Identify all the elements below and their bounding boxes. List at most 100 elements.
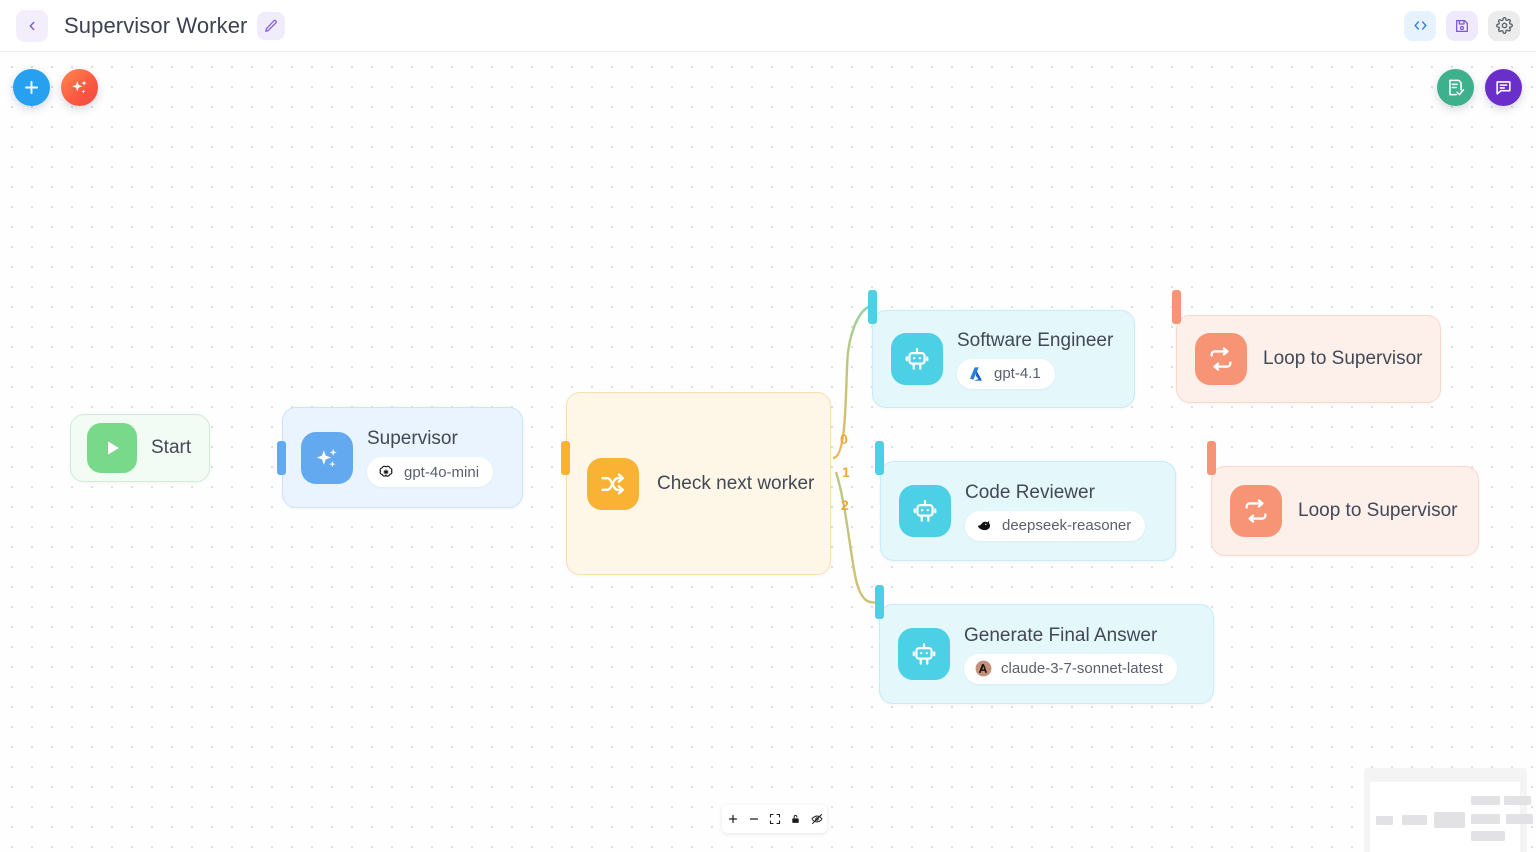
chat-button[interactable] [1485,69,1522,106]
node-supervisor-label: Supervisor [367,428,458,449]
node-software-engineer[interactable]: Software Engineer gpt-4.1 [872,310,1135,408]
model-badge-generate-final-answer[interactable]: claude-3-7-sonnet-latest [964,653,1177,684]
minimap-node [1376,816,1393,825]
model-badge-supervisor[interactable]: gpt-4o-mini [367,457,494,487]
gear-icon [1495,17,1513,34]
node-loop-top-label: Loop to Supervisor [1263,348,1423,369]
node-code-reviewer[interactable]: Code Reviewer deepseek-reasoner [880,461,1176,561]
handle-cr-in[interactable] [875,441,884,475]
page-title: Supervisor Worker [64,12,248,38]
model-name-supervisor: gpt-4o-mini [404,463,480,481]
plus-icon [25,81,38,94]
repeat-glyph [1245,499,1267,523]
robot-glyph [912,642,936,665]
node-code-reviewer-label: Code Reviewer [965,481,1095,503]
repeat-glyph [1210,347,1232,371]
top-bar-actions [1404,10,1520,41]
robot-glyph [913,499,937,522]
node-generate-final-answer-body: Generate Final Answer claude-3-7-sonnet-… [964,625,1177,684]
code-view-button[interactable] [1404,10,1436,41]
node-start-label: Start [151,437,192,458]
robot-glyph [905,347,929,370]
minimap-viewport [1370,782,1533,852]
handle-check-in[interactable] [561,441,570,475]
handle-loop-mid-in[interactable] [1207,441,1216,475]
edge-check-to-software-engineer [832,304,873,460]
node-supervisor[interactable]: Supervisor gpt-4o-mini [282,407,523,508]
sparkles-icon [72,80,87,94]
edit-title-button[interactable] [257,11,286,40]
sparkles-icon [301,431,353,484]
node-start[interactable]: Start [70,414,210,482]
model-badge-code-reviewer[interactable]: deepseek-reasoner [965,510,1146,541]
chevron-left-icon [29,21,35,30]
eye-off-icon [811,814,822,824]
minimap-node [1471,831,1505,841]
fit-screen-icon [769,813,780,825]
robot-icon [891,333,943,385]
checklist-document-icon [1449,79,1465,96]
lock-icon [792,815,799,823]
minimap-node [1506,814,1533,824]
chat-bubble-icon [1496,81,1511,95]
handle-gfa-in[interactable] [875,585,884,619]
node-loop-to-supervisor-top[interactable]: Loop to Supervisor [1176,315,1441,403]
edge-check-to-generate-final-answer [834,471,880,604]
node-software-engineer-label: Software Engineer [957,329,1114,351]
openai-glyph [379,465,393,477]
node-generate-final-answer-label: Generate Final Answer [964,624,1158,646]
run-log-button[interactable] [1437,69,1474,106]
handle-loop-top-in[interactable] [1172,290,1181,324]
minimap-node [1504,796,1531,805]
node-check-label: Check next worker [657,472,815,494]
fit-view-button[interactable] [764,806,785,832]
shuffle-glyph [601,473,625,494]
minimap-node [1402,815,1427,825]
edge-label-0: 0 [840,431,848,447]
flow-controls [722,805,827,833]
minimap-node [1434,812,1465,828]
minus-icon [749,818,758,820]
azure-logo [966,364,986,384]
ai-generate-button[interactable] [61,69,98,106]
zoom-in-button[interactable] [722,806,743,832]
minimap-node [1471,814,1500,824]
robot-icon [898,628,950,680]
code-icon [1413,21,1427,30]
minimap-node [1471,796,1500,805]
edge-label-1: 1 [842,464,850,480]
anthropic-glyph [975,660,991,677]
handle-se-in[interactable] [868,290,877,324]
top-bar: Supervisor Worker [0,0,1536,52]
azure-glyph [970,366,982,381]
model-name-software-engineer: gpt-4.1 [994,365,1041,382]
model-badge-software-engineer[interactable]: gpt-4.1 [957,358,1055,389]
play-icon [87,423,137,473]
minimap[interactable] [1364,768,1533,852]
node-check-next-worker[interactable]: Check next worker [566,392,831,575]
edge-layer [212,304,1212,604]
play-glyph [108,441,119,455]
floppy-disk-icon [1456,19,1468,32]
zoom-out-button[interactable] [743,806,764,832]
plus-icon [728,814,737,824]
branch-shuffle-icon [587,457,639,510]
flow-canvas[interactable]: 0 1 2 Start Supervisor [0,52,1536,852]
loop-repeat-icon [1230,485,1282,537]
loop-repeat-icon [1195,333,1247,385]
settings-button[interactable] [1488,10,1520,41]
node-software-engineer-body: Software Engineer gpt-4.1 [957,330,1113,389]
node-generate-final-answer[interactable]: Generate Final Answer claude-3-7-sonnet-… [879,604,1214,704]
handle-supervisor-in[interactable] [277,441,286,475]
toggle-interactivity-button[interactable] [806,806,827,832]
back-button[interactable] [16,9,48,42]
node-loop-to-supervisor-mid[interactable]: Loop to Supervisor [1211,466,1479,556]
add-node-button[interactable] [13,69,50,106]
deepseek-whale-logo [974,516,994,536]
save-button[interactable] [1446,10,1478,41]
whale-glyph [977,520,990,531]
node-code-reviewer-body: Code Reviewer deepseek-reasoner [965,481,1146,541]
anthropic-logo [973,659,993,679]
lock-button[interactable] [785,806,806,832]
edge-label-2: 2 [841,497,849,513]
